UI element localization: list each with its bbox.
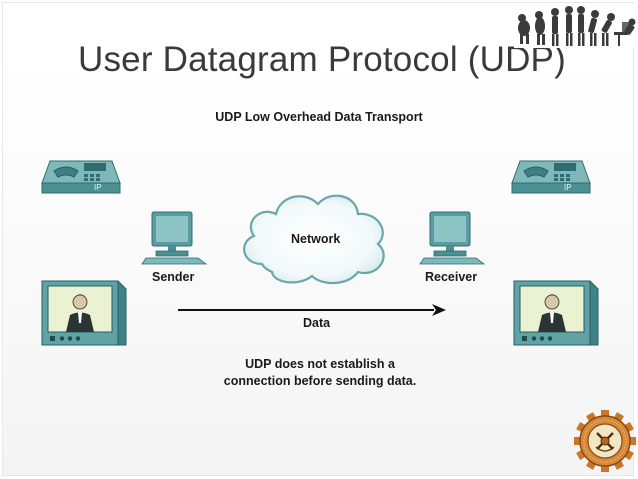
- udp-note-line2: connection before sending data.: [223, 374, 417, 388]
- data-arrow: [178, 304, 446, 316]
- left-ip-phone-icon: IP: [41, 160, 121, 194]
- network-cloud-icon: [243, 194, 385, 285]
- right-video-monitor-icon: [513, 280, 599, 346]
- left-phone-badge: IP: [94, 183, 102, 192]
- diagram-title: UDP Low Overhead Data Transport: [215, 110, 423, 124]
- sender-label: Sender: [152, 270, 195, 284]
- receiver-label: Receiver: [425, 270, 478, 284]
- network-label: Network: [291, 232, 341, 246]
- evolution-image: [514, 4, 638, 48]
- data-label: Data: [303, 316, 331, 330]
- udp-note-line1: UDP does not establish a: [245, 357, 395, 371]
- right-phone-badge: IP: [564, 183, 572, 192]
- receiver-computer-icon: [419, 211, 486, 265]
- college-emblem-logo: [574, 410, 636, 472]
- udp-note: UDP does not establish a connection befo…: [190, 356, 450, 390]
- left-video-monitor-icon: [41, 280, 127, 346]
- slide-title: User Datagram Protocol (UDP): [78, 40, 566, 79]
- right-ip-phone-icon: IP: [511, 160, 591, 194]
- sender-computer-icon: [141, 211, 208, 265]
